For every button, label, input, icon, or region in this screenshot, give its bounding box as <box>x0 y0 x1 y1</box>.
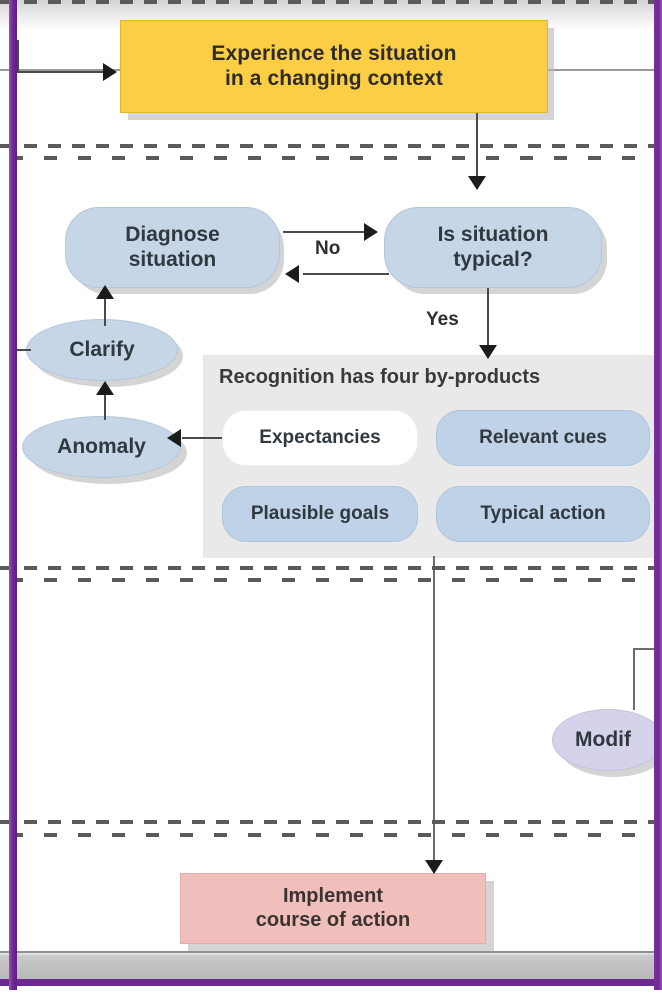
connector-diagnose-to-is-typical <box>283 231 367 233</box>
frame-border-left <box>9 0 17 990</box>
node-anomaly[interactable]: Anomaly <box>22 416 181 478</box>
frame-border-right <box>654 0 662 990</box>
dashed-separator-band-2 <box>0 566 662 584</box>
connector-modify-bracket-horizontal <box>634 648 662 650</box>
is-typical-line-2: typical? <box>453 247 533 271</box>
frame-border-bottom <box>0 979 662 986</box>
inner-frame-rule-bottom <box>0 951 662 953</box>
node-clarify[interactable]: Clarify <box>26 319 178 381</box>
connector-frame-to-clarify <box>13 349 31 351</box>
implement-line-1: Implement <box>282 884 383 907</box>
connector-into-experience-stub <box>17 40 19 73</box>
arrowhead-expectancies-to-anomaly <box>167 429 181 447</box>
byproduct-label: Expectancies <box>259 426 381 448</box>
connector-clarify-to-diagnose <box>104 296 106 326</box>
node-diagnose-situation[interactable]: Diagnose situation <box>65 207 280 288</box>
dashed-line-lower <box>0 156 662 160</box>
dashed-line-lower <box>0 578 662 582</box>
dashed-line-lower <box>0 833 662 837</box>
byproduct-item-plausible-goals[interactable]: Plausible goals <box>222 486 418 542</box>
arrowhead-spine-to-implement <box>425 860 443 874</box>
experience-line-1: Experience the situation <box>211 41 457 65</box>
connector-expectancies-to-anomaly <box>182 437 224 439</box>
connector-yes-to-byproducts <box>487 288 489 351</box>
connector-is-typical-to-diagnose <box>303 273 389 275</box>
diagnose-line-1: Diagnose <box>125 222 220 246</box>
edge-label-no: No <box>312 238 344 260</box>
page-bottom-white-strip <box>0 986 662 996</box>
implement-line-2: course of action <box>255 908 411 931</box>
dashed-line-upper <box>0 566 662 570</box>
connector-into-experience <box>17 71 115 73</box>
dashed-separator-band-1 <box>0 144 662 162</box>
dashed-separator-top-edge <box>0 0 662 4</box>
dashed-separator-band-3 <box>0 820 662 838</box>
arrowhead-clarify-to-diagnose <box>96 285 114 299</box>
node-implement-course-of-action[interactable]: Implement course of action <box>180 873 486 944</box>
dashed-line-upper <box>0 144 662 148</box>
dashed-line-upper <box>0 820 662 824</box>
node-is-situation-typical[interactable]: Is situation typical? <box>384 207 602 288</box>
node-modify[interactable]: Modif <box>552 709 662 771</box>
connector-anomaly-to-clarify <box>104 392 106 420</box>
experience-line-2: in a changing context <box>225 66 443 90</box>
byproduct-label: Relevant cues <box>479 426 607 448</box>
clarify-label: Clarify <box>69 337 135 361</box>
arrowhead-yes-to-byproducts <box>479 345 497 359</box>
connector-modify-bracket-vertical <box>633 648 635 710</box>
arrowhead-into-experience <box>103 63 117 81</box>
diagnose-line-2: situation <box>128 247 217 271</box>
arrowhead-diagnose-to-is-typical <box>364 223 378 241</box>
byproduct-label: Typical action <box>480 502 606 524</box>
arrowhead-to-is-typical <box>468 176 486 190</box>
is-typical-line-1: Is situation <box>437 222 549 246</box>
inner-frame-tick-left <box>0 69 10 71</box>
modify-label: Modif <box>575 727 631 751</box>
node-experience-the-situation[interactable]: Experience the situation in a changing c… <box>120 20 548 113</box>
byproduct-label: Plausible goals <box>250 502 390 524</box>
byproducts-panel-title: Recognition has four by-products <box>219 366 541 388</box>
arrowhead-is-typical-to-diagnose <box>285 265 299 283</box>
anomaly-label: Anomaly <box>57 434 146 458</box>
arrowhead-anomaly-to-clarify <box>96 381 114 395</box>
connector-spine-byproducts-to-implement <box>433 556 435 866</box>
byproduct-item-expectancies[interactable]: Expectancies <box>222 410 418 466</box>
byproduct-item-typical-action[interactable]: Typical action <box>436 486 650 542</box>
edge-label-yes: Yes <box>423 309 462 331</box>
byproduct-item-relevant-cues[interactable]: Relevant cues <box>436 410 650 466</box>
